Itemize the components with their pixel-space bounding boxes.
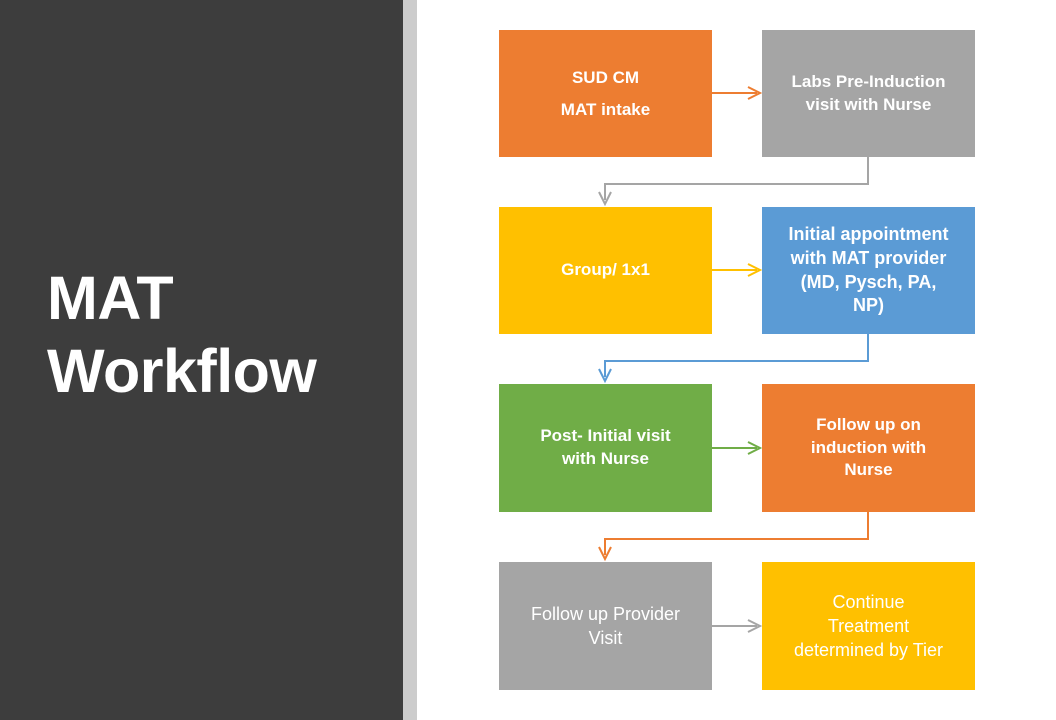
node-label-line: induction with <box>810 437 927 457</box>
node-label-line: Treatment <box>827 615 910 636</box>
connector-provider-to-continue <box>712 619 763 633</box>
node-label-line: Labs Pre-Induction <box>791 71 946 91</box>
node-label-line: NP) <box>853 295 884 316</box>
page-title-line-2: Workflow <box>47 337 317 406</box>
workflow-diagram: SUD CM MAT intake Labs Pre-Induction vis… <box>417 0 1056 720</box>
connector-initial-to-post-initial <box>598 334 869 384</box>
connector-post-initial-to-follow-up <box>712 441 763 455</box>
connector-group-to-initial <box>712 263 763 277</box>
node-follow-up-provider-visit[interactable]: Follow up Provider Visit <box>499 562 712 690</box>
node-group-1x1[interactable]: Group/ 1x1 <box>499 207 712 334</box>
node-label-line: with MAT provider <box>790 247 947 268</box>
node-label-line: (MD, Pysch, PA, <box>800 271 937 292</box>
node-initial-appointment-mat-provider[interactable]: Initial appointment with MAT provider (M… <box>762 207 975 334</box>
node-post-initial-visit-nurse[interactable]: Post- Initial visit with Nurse <box>499 384 712 512</box>
node-label-line: Follow up on <box>816 414 921 434</box>
page-title: MAT Workflow <box>47 262 387 408</box>
node-label-line: Post- Initial visit <box>540 426 671 446</box>
node-label-line: SUD CM <box>571 68 640 88</box>
panel-edge-divider <box>403 0 417 720</box>
title-panel <box>0 0 403 720</box>
node-label-line: determined by Tier <box>793 640 944 661</box>
connector-follow-up-to-provider <box>598 512 869 562</box>
connector-labs-to-group <box>598 157 869 207</box>
connector-sud-cm-to-labs <box>712 86 763 100</box>
node-label-line: Follow up Provider <box>530 603 681 624</box>
node-labs-pre-induction-visit[interactable]: Labs Pre-Induction visit with Nurse <box>762 30 975 157</box>
node-label-line: with Nurse <box>562 449 649 468</box>
node-label-line: visit with Nurse <box>805 94 932 114</box>
node-label-line: Visit <box>588 628 623 648</box>
node-label-line: Continue <box>832 591 905 612</box>
page-title-line-1: MAT <box>47 264 174 332</box>
node-continue-treatment-tier[interactable]: Continue Treatment determined by Tier <box>762 562 975 690</box>
node-label-line: Nurse <box>844 460 893 480</box>
node-label-line: Initial appointment <box>788 224 949 244</box>
node-label-line: MAT intake <box>560 99 651 119</box>
node-sud-cm-mat-intake[interactable]: SUD CM MAT intake <box>499 30 712 157</box>
node-follow-up-induction-nurse[interactable]: Follow up on induction with Nurse <box>762 384 975 512</box>
node-label-line: Group/ 1x1 <box>561 260 650 280</box>
